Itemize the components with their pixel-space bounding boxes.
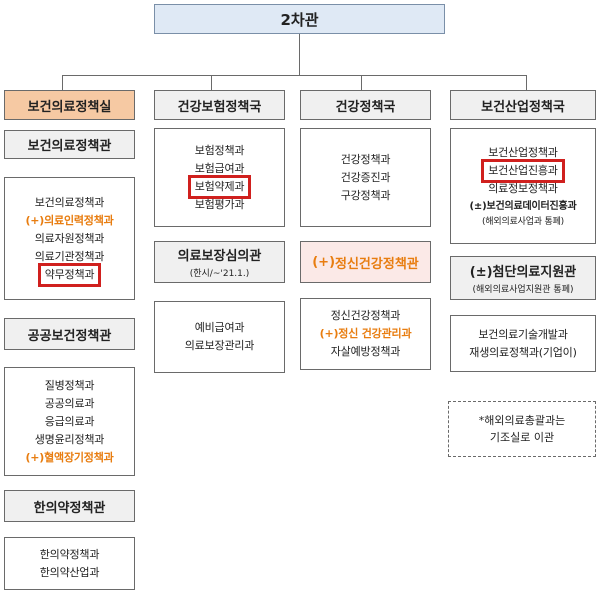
col3-group1-title-label: 정신건강정책관 (335, 256, 419, 272)
col4-list: 보건산업정책과 보건산업진흥과 의료정보정책과 (±)보건의료데이터진흥과 (해… (450, 128, 596, 244)
col1-group3-list: 한의약정책과 한의약산업과 (4, 537, 135, 590)
col3-group1-list: 정신건강정책과 (+)정신 건강관리과 자살예방정책과 (300, 298, 431, 370)
list-item: 공공의료과 (44, 396, 95, 410)
col1-header-label: 보건의료정책실 (27, 99, 112, 115)
connector-horizontal (62, 75, 527, 76)
col4-group1-list: 보건의료기술개발과 재생의료정책과(기업이) (450, 315, 596, 372)
list-item: 건강증진과 (340, 170, 391, 184)
connector-top-vertical (299, 33, 300, 75)
transfer-note: *해외의료총괄과는 기조실로 이관 (448, 401, 596, 457)
list-item: 의료보장관리과 (184, 339, 255, 352)
note-line2: 기조실로 이관 (489, 431, 555, 444)
list-item: (±)보건의료데이터진흥과 (469, 200, 577, 212)
col2-group1-title-label: 의료보장심의관 (177, 249, 262, 264)
col4-group1-subtitle: (해외의료사업지원관 통폐) (472, 285, 574, 295)
col2-list: 보험정책과 보험급여과 보험약제과 보험평가과 (154, 128, 285, 227)
note-line1: *해외의료총괄과는 (478, 414, 566, 427)
col4-group1-title: (±)첨단의료지원관 (해외의료사업지원관 통폐) (450, 256, 596, 300)
list-item: 보험정책과 (194, 143, 245, 157)
col1-group2-list: 질병정책과 공공의료과 응급의료과 생명윤리정책과 (+)혈액장기정책과 (4, 367, 135, 476)
col2-group1-list: 예비급여과 의료보장관리과 (154, 301, 285, 373)
list-item: 정신건강정책과 (330, 309, 401, 322)
list-item: 재생의료정책과(기업이) (469, 345, 577, 359)
list-item: (+)의료인력정책과 (25, 213, 114, 227)
col4-group1-title-label: (±)첨단의료지원관 (469, 265, 577, 280)
list-item: 응급의료과 (44, 414, 95, 428)
list-item: 한의약산업과 (39, 565, 100, 579)
list-item: (해외의료사업과 통폐) (481, 216, 564, 227)
col1-group3-title-label: 한의약정책관 (33, 500, 106, 516)
connector-col4 (526, 75, 527, 91)
list-item: 의료자원정책과 (34, 231, 105, 245)
col1-group2-title: 공공보건정책관 (4, 318, 135, 350)
list-item: 구강정책과 (340, 188, 391, 202)
list-item-highlighted: 보험약제과 (187, 174, 252, 199)
col4-header-label: 보건산업정책국 (481, 99, 565, 115)
col3-header: 건강정책국 (300, 90, 431, 120)
list-item: 의료정보정책과 (488, 181, 558, 195)
list-item: 자살예방정책과 (330, 345, 401, 358)
col2-group1-title: 의료보장심의관 (한시/~'21.1.) (154, 241, 285, 283)
list-item: 보험급여과 (194, 161, 245, 175)
col2-group1-subtitle: (한시/~'21.1.) (189, 269, 250, 279)
list-item: 예비급여과 (194, 321, 245, 334)
list-item: (+)혈액장기정책과 (25, 450, 114, 464)
col3-header-label: 건강정책국 (335, 99, 396, 115)
col2-header: 건강보험정책국 (154, 90, 285, 120)
list-item-highlighted: 보건산업진흥과 (481, 158, 565, 183)
list-item: 보험평가과 (194, 197, 245, 211)
connector-col3 (361, 75, 362, 91)
col1-group1-list: 보건의료정책과 (+)의료인력정책과 의료자원정책과 의료기관정책과 약무정책과 (4, 177, 135, 300)
list-item: 건강정책과 (340, 152, 391, 166)
col1-group1-title-label: 보건의료정책관 (27, 139, 112, 154)
col1-header: 보건의료정책실 (4, 90, 135, 120)
list-item: 의료기관정책과 (34, 249, 105, 263)
col3-group1-title: (+)정신건강정책관 (300, 241, 431, 283)
vice-minister-label: 2차관 (280, 10, 319, 29)
connector-col1 (62, 75, 63, 91)
list-item: 질병정책과 (44, 378, 95, 392)
list-item: (+)정신 건강관리과 (319, 327, 412, 340)
list-item-highlighted: 약무정책과 (37, 262, 102, 287)
col4-header: 보건산업정책국 (450, 90, 596, 120)
col1-group1-title: 보건의료정책관 (4, 130, 135, 159)
connector-col2 (211, 75, 212, 91)
list-item: 생명윤리정책과 (34, 432, 105, 446)
col2-header-label: 건강보험정책국 (177, 99, 262, 115)
col1-group2-title-label: 공공보건정책관 (27, 328, 112, 344)
list-item: 보건의료정책과 (34, 195, 105, 209)
vice-minister-box: 2차관 (154, 4, 445, 34)
col3-list: 건강정책과 건강증진과 구강정책과 (300, 128, 431, 227)
list-item: 한의약정책과 (39, 547, 100, 561)
list-item: 보건산업정책과 (488, 145, 558, 159)
col1-group3-title: 한의약정책관 (4, 490, 135, 522)
col3-group1-title-prefix: (+) (312, 254, 336, 270)
list-item: 보건의료기술개발과 (478, 327, 568, 341)
